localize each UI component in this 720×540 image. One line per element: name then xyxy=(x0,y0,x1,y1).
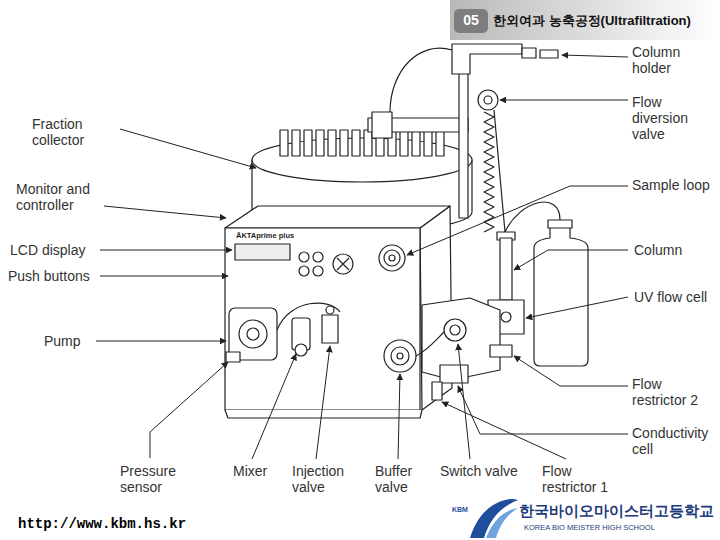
part-label: Switch valve xyxy=(440,463,518,479)
label-slot: Flow restrictor 2 xyxy=(632,376,714,408)
label-slot: 한국바이오마이스터고등학교 xyxy=(519,502,714,519)
label-slot: Fraction collector xyxy=(32,116,118,148)
part-label: Flow restrictor 2 xyxy=(632,376,714,408)
label-slot: Switch valve xyxy=(440,463,518,479)
label-slot: KOREA BIO MEISTER HIGH SCHOOL xyxy=(524,523,655,532)
part-label: Column xyxy=(634,242,682,258)
section-number: 05 xyxy=(454,12,488,28)
label-slot: KBM xyxy=(452,506,468,514)
label-slot: Pump xyxy=(44,333,81,349)
part-label: Pressure sensor xyxy=(120,463,190,495)
label-slot: ÄKTAprime plus xyxy=(236,231,294,240)
part-label: Buffer valve xyxy=(375,463,430,495)
device-brand: ÄKTAprime plus xyxy=(236,231,294,240)
label-slot: Push buttons xyxy=(8,268,90,284)
page-title: 한외여과 농축공정(Ultrafiltration) xyxy=(493,13,691,28)
leader-lines xyxy=(96,55,628,459)
label-slot: 한외여과 농축공정(Ultrafiltration) xyxy=(493,13,691,28)
part-label: Flow diversion valve xyxy=(632,94,714,142)
title-band xyxy=(450,0,720,40)
part-label: LCD display xyxy=(10,242,85,258)
logo-swoosh xyxy=(470,499,518,538)
section-badge xyxy=(454,9,488,33)
part-label: Fraction collector xyxy=(32,116,118,148)
part-label: Mixer xyxy=(233,463,267,479)
part-label: Push buttons xyxy=(8,268,90,284)
part-label: Conductivity cell xyxy=(632,425,714,457)
label-slot: Column holder xyxy=(632,44,714,76)
label-slot: Injection valve xyxy=(292,463,362,495)
label-slot: Column xyxy=(634,242,682,258)
part-label: Pump xyxy=(44,333,81,349)
label-slot: Mixer xyxy=(233,463,267,479)
label-slot: Sample loop xyxy=(632,177,714,193)
label-slot: Monitor and controller xyxy=(16,181,116,213)
label-slot: LCD display xyxy=(10,242,85,258)
label-slot: Flow diversion valve xyxy=(632,94,714,142)
school-name-english: KOREA BIO MEISTER HIGH SCHOOL xyxy=(524,523,655,532)
part-label: Column holder xyxy=(632,44,714,76)
part-label: UV flow cell xyxy=(634,289,707,305)
label-slot: UV flow cell xyxy=(634,289,707,305)
label-slot: Buffer valve xyxy=(375,463,430,495)
label-slot: Pressure sensor xyxy=(120,463,190,495)
footer-url: http://www.kbm.hs.kr xyxy=(18,516,186,532)
school-name: 한국바이오마이스터고등학교 xyxy=(519,502,714,519)
logo-mark: KBM xyxy=(452,506,468,514)
part-label: Monitor and controller xyxy=(16,181,116,213)
part-label: Sample loop xyxy=(632,177,714,193)
label-slot: Conductivity cell xyxy=(632,425,714,457)
label-slot: 05 xyxy=(454,12,488,28)
label-slot: http://www.kbm.hs.kr xyxy=(18,516,186,532)
label-slot: Flow restrictor 1 xyxy=(542,463,622,495)
part-label: Flow restrictor 1 xyxy=(542,463,622,495)
logo-swoosh xyxy=(486,508,518,538)
part-label: Injection valve xyxy=(292,463,362,495)
